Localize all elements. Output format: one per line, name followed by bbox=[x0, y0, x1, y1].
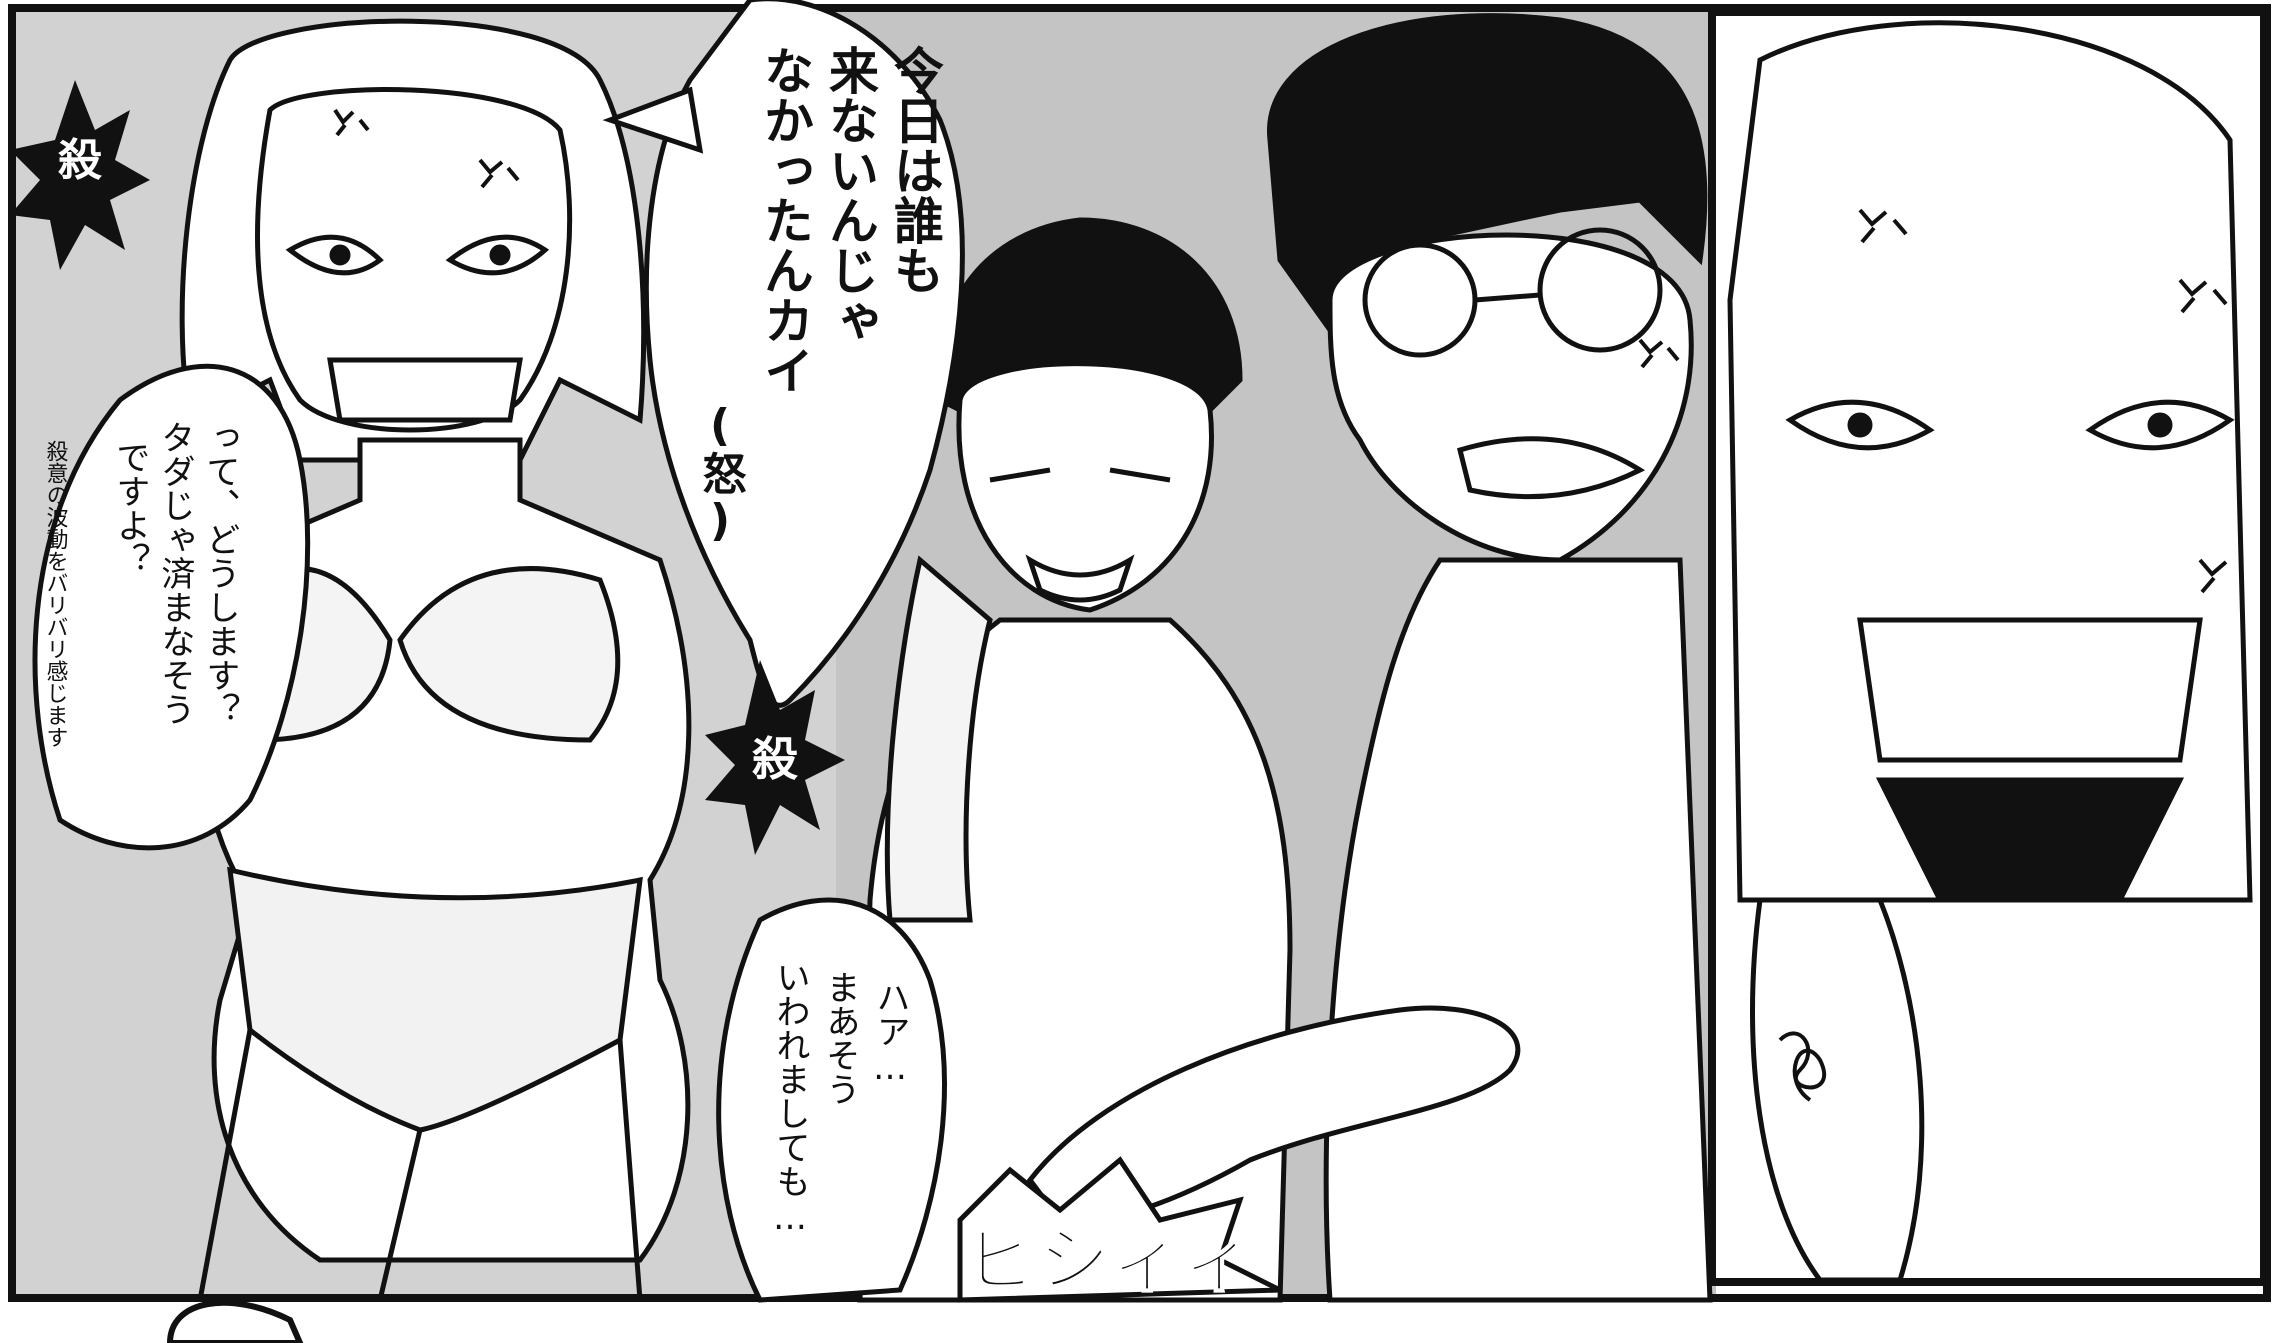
kill-burst-center: 殺 bbox=[705, 660, 845, 855]
pointing-arm bbox=[1026, 1005, 1521, 1225]
closeup-face bbox=[1727, 20, 2253, 1283]
anger-vein-icon bbox=[1858, 208, 2228, 594]
main-shout-text: 今日は誰も 来ないんじゃ なかったんカイ (怒) bbox=[695, 45, 945, 546]
left-line-2: タダじゃ済まなそう bbox=[155, 420, 195, 726]
glasses-man-figure bbox=[1267, 13, 1713, 1303]
bottom-bubble-text: ハア… まあそう いわれましても… bbox=[770, 960, 910, 1238]
shout-line-3: なかったんカイ bbox=[756, 45, 814, 395]
page-number-circle bbox=[166, 1299, 304, 1343]
main-shout-bubble bbox=[643, 0, 965, 708]
kill-sfx-left: 殺 bbox=[58, 135, 102, 186]
anger-vein-icon bbox=[333, 108, 520, 189]
bottom-line-1: ハア… bbox=[870, 980, 910, 1088]
left-bubble-text: って、どうします？ タダじゃ済まなそう ですよ？ 殺意の波動をバリバリ感じます bbox=[43, 420, 241, 748]
bottom-line-3: いわれましても… bbox=[770, 960, 810, 1238]
left-speech-bubble bbox=[32, 363, 311, 851]
bubble-tail-main bbox=[602, 86, 704, 154]
bottom-speech-bubble bbox=[716, 897, 947, 1303]
kill-sfx-center: 殺 bbox=[752, 732, 798, 786]
left-small-line: 殺意の波動をバリバリ感じます bbox=[43, 440, 69, 748]
shout-line-2: 来ないんじゃ bbox=[821, 45, 879, 345]
left-line-1: って、どうします？ bbox=[200, 420, 240, 726]
anger-vein-icon bbox=[1638, 338, 1680, 369]
poke-sfx-text: ビシィィ bbox=[966, 1218, 1254, 1302]
bottom-line-2: まあそう bbox=[820, 970, 860, 1106]
poke-sfx: ビシィィ bbox=[957, 1156, 1282, 1303]
left-line-3: ですよ？ bbox=[110, 440, 150, 576]
shout-line-1: 今日は誰も bbox=[886, 45, 944, 295]
kill-burst-left: 殺 bbox=[10, 80, 150, 270]
shout-line-4: (怒) bbox=[695, 400, 747, 546]
